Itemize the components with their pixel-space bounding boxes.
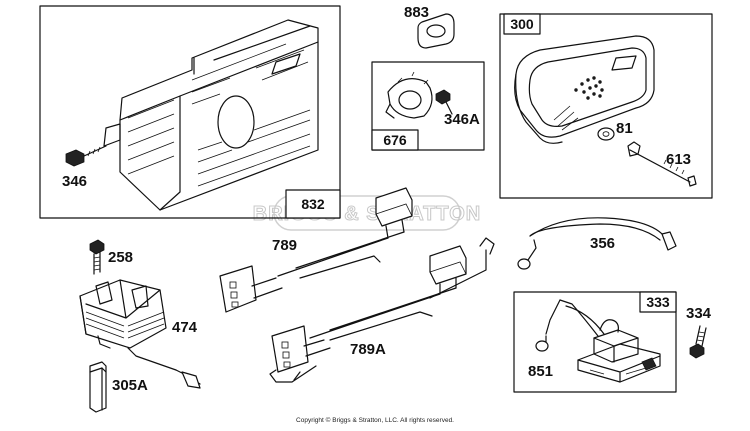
part-number-832: 832 bbox=[301, 196, 325, 212]
connector-789a-top bbox=[429, 245, 467, 285]
label-81: 81 bbox=[616, 120, 633, 137]
gasket-883[interactable]: 883 bbox=[404, 4, 455, 49]
armature-474[interactable]: 474 bbox=[79, 279, 201, 389]
part-number-676: 676 bbox=[383, 132, 407, 148]
label-613: 613 bbox=[666, 151, 691, 168]
exhaust-bracket-box[interactable]: 676 346A bbox=[371, 61, 485, 151]
coil-box-frame bbox=[513, 291, 677, 393]
shroud-box-frame bbox=[39, 5, 341, 219]
muffler-box-frame bbox=[499, 13, 713, 199]
label-346: 346 bbox=[62, 173, 87, 190]
washer-81-drawing bbox=[597, 127, 615, 141]
bracket-drawing bbox=[385, 71, 433, 119]
part-number-300: 300 bbox=[510, 16, 534, 32]
label-258: 258 bbox=[108, 249, 133, 266]
label-334: 334 bbox=[686, 305, 712, 322]
copyright-text: Copyright © Briggs & Stratton, LLC. All … bbox=[296, 416, 454, 424]
bolt-613-drawing bbox=[627, 141, 697, 187]
muffler-box[interactable]: 300 81 613 bbox=[499, 13, 713, 199]
screw-346a-drawing bbox=[435, 89, 453, 115]
bracket-box-frame bbox=[371, 61, 485, 151]
wire-harness-789a[interactable]: 789A bbox=[269, 237, 495, 383]
label-346a: 346A bbox=[444, 111, 480, 128]
label-851: 851 bbox=[528, 363, 553, 380]
wire-harness-789[interactable]: 789 bbox=[219, 187, 413, 313]
screw-334[interactable]: 334 bbox=[686, 305, 712, 359]
label-474: 474 bbox=[172, 319, 198, 336]
connector-789a-left bbox=[271, 325, 309, 373]
part-number-box-300 bbox=[503, 13, 541, 35]
ground-wire-356[interactable]: 356 bbox=[517, 217, 677, 270]
part-number-box-676 bbox=[371, 129, 419, 151]
screw-346-drawing bbox=[65, 145, 107, 167]
muffler-perforations bbox=[574, 76, 604, 100]
connector-789-left bbox=[219, 265, 257, 313]
part-number-box-333 bbox=[639, 291, 677, 313]
label-356: 356 bbox=[590, 235, 615, 252]
screw-258[interactable]: 258 bbox=[89, 239, 133, 275]
label-883: 883 bbox=[404, 4, 429, 21]
label-789: 789 bbox=[272, 237, 297, 254]
muffler-drawing bbox=[514, 35, 655, 144]
ignition-coil-box[interactable]: 333 851 bbox=[513, 291, 677, 393]
coil-drawing bbox=[535, 299, 661, 383]
part-number-box-832 bbox=[285, 189, 341, 219]
spacer-305a[interactable]: 305A bbox=[89, 361, 148, 413]
label-789a: 789A bbox=[350, 341, 386, 358]
blower-shroud-drawing bbox=[103, 19, 319, 211]
shroud-assembly-box[interactable]: 832 346 bbox=[39, 5, 341, 219]
part-number-333: 333 bbox=[646, 294, 670, 310]
label-305a: 305A bbox=[112, 377, 148, 394]
